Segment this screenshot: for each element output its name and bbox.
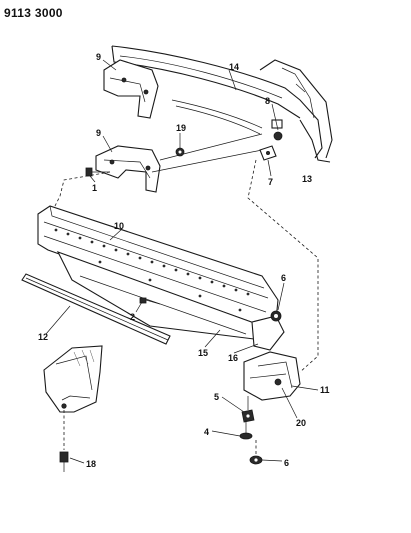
callout-11: 11 [320,385,330,395]
callout-14: 14 [229,62,239,72]
clip-7 [259,145,277,161]
upper-bracket-lower [95,145,161,193]
callout-9-lower: 9 [96,128,101,138]
callout-19: 19 [176,123,186,133]
nut-6-upper [270,310,282,322]
splash-shield [43,345,103,413]
callout-6-lower: 6 [284,458,289,468]
callout-5: 5 [214,392,219,402]
callout-18: 18 [86,459,96,469]
callout-20: 20 [296,418,306,428]
screw-18 [59,410,69,472]
clip-8 [271,119,283,141]
dashed-guide-left [43,171,111,229]
nut-6-lower [249,440,263,465]
callout-12: 12 [38,332,48,342]
callout-4: 4 [204,427,209,437]
end-cap-16 [251,315,285,351]
callout-8: 8 [265,96,270,106]
bumper-end-bracket-11 [243,351,301,401]
upper-bracket-top [103,59,159,119]
bolt-1 [85,167,110,177]
callout-9-top: 9 [96,52,101,62]
fastener-2 [139,297,161,305]
callout-1: 1 [92,183,97,193]
bolt-4 [239,420,253,440]
nut-19 [175,147,185,157]
rub-strip-12 [21,273,171,345]
callout-15: 15 [198,348,208,358]
callout-7: 7 [268,177,273,187]
callout-13: 13 [302,174,312,184]
dashed-guide-right [247,159,319,373]
callout-10: 10 [114,221,124,231]
stud-5 [241,396,255,423]
callout-16: 16 [228,353,238,363]
callout-6-upper: 6 [281,273,286,283]
callout-2: 2 [130,312,135,322]
body-panel [111,45,333,163]
leader-lines [45,59,319,464]
lower-valance-15 [56,251,269,341]
diagram-page-code: 9113 3000 [4,6,63,20]
